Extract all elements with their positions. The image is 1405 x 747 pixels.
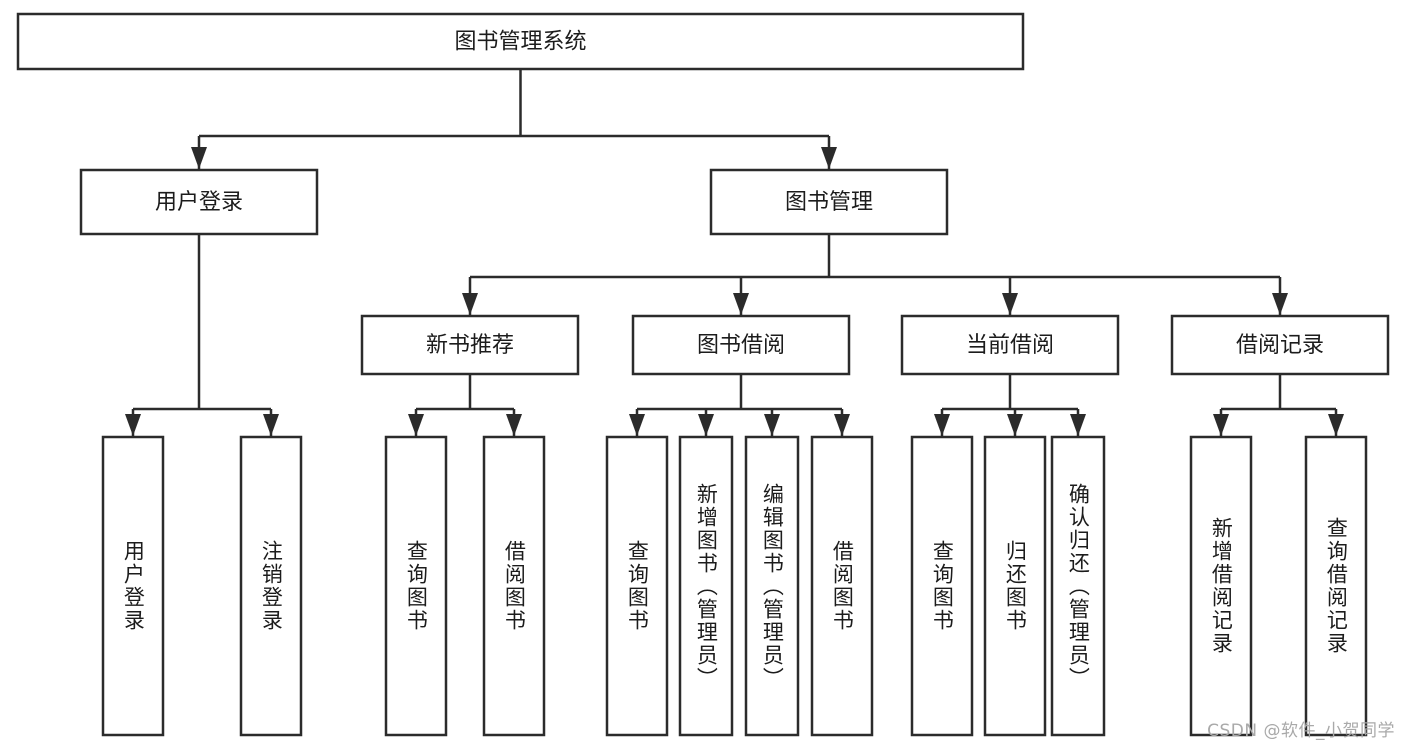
arrow-head-icon [125,414,141,436]
node-label-user-login: 用户登录 [155,190,243,215]
node-leaf-add-record[interactable] [1189,435,1253,737]
node-label-borrow-record: 借阅记录 [1236,333,1324,358]
node-leaf-return-book[interactable] [983,435,1047,737]
node-box-leaf-user-login [101,435,165,737]
node-leaf-query-book-2[interactable] [605,435,669,737]
node-leaf-user-login[interactable] [101,435,165,737]
node-box-new-book-recommend [360,314,580,376]
node-label-book-borrow: 图书借阅 [697,333,785,358]
arrow-head-icon [462,293,478,315]
node-leaf-logout[interactable] [239,435,303,737]
arrow-head-icon [1328,414,1344,436]
node-leaf-confirm-return[interactable] [1050,435,1106,737]
watermark-text: CSDN @软件_小贺同学 [1207,721,1395,741]
node-box-leaf-edit-book [744,435,800,737]
node-leaf-query-record[interactable] [1304,435,1368,737]
node-label-book-management: 图书管理 [785,190,873,215]
node-box-book-management [709,168,949,236]
node-box-leaf-borrow-book-2 [810,435,874,737]
arrow-head-icon [506,414,522,436]
node-box-current-borrow [900,314,1120,376]
arrow-head-icon [263,414,279,436]
node-box-leaf-query-book-1 [384,435,448,737]
node-leaf-query-book-1[interactable] [384,435,448,737]
node-root[interactable]: 图书管理系统 [16,12,1025,71]
node-box-leaf-query-book-2 [605,435,669,737]
node-borrow-record[interactable]: 借阅记录 [1170,314,1390,376]
node-box-leaf-query-book-3 [910,435,974,737]
node-box-leaf-borrow-book-1 [482,435,546,737]
arrow-head-icon [408,414,424,436]
node-box-root [16,12,1025,71]
node-book-management[interactable]: 图书管理 [709,168,949,236]
arrow-head-icon [698,414,714,436]
node-box-leaf-logout [239,435,303,737]
node-user-login[interactable]: 用户登录 [79,168,319,236]
arrow-head-icon [1007,414,1023,436]
node-leaf-query-book-3[interactable] [910,435,974,737]
node-box-leaf-query-record [1304,435,1368,737]
node-leaf-edit-book[interactable] [744,435,800,737]
node-new-book-recommend[interactable]: 新书推荐 [360,314,580,376]
connector-layer [125,69,1344,436]
arrow-head-icon [629,414,645,436]
node-label-new-book-recommend: 新书推荐 [426,333,514,358]
arrow-head-icon [733,293,749,315]
node-leaf-add-book[interactable] [678,435,734,737]
arrow-head-icon [821,147,837,169]
node-box-borrow-record [1170,314,1390,376]
node-current-borrow[interactable]: 当前借阅 [900,314,1120,376]
arrow-head-icon [764,414,780,436]
arrow-head-icon [191,147,207,169]
node-box-leaf-confirm-return [1050,435,1106,737]
node-label-current-borrow: 当前借阅 [966,333,1054,358]
node-box-user-login [79,168,319,236]
node-leaf-borrow-book-2[interactable] [810,435,874,737]
node-box-leaf-add-record [1189,435,1253,737]
node-label-root: 图书管理系统 [454,30,586,55]
node-box-leaf-add-book [678,435,734,737]
arrow-head-icon [1070,414,1086,436]
arrow-head-icon [1213,414,1229,436]
arrow-head-icon [834,414,850,436]
node-leaf-borrow-book-1[interactable] [482,435,546,737]
arrow-head-icon [1272,293,1288,315]
node-box-leaf-return-book [983,435,1047,737]
node-box-book-borrow [631,314,851,376]
arrow-head-icon [1002,293,1018,315]
arrow-head-icon [934,414,950,436]
node-book-borrow[interactable]: 图书借阅 [631,314,851,376]
